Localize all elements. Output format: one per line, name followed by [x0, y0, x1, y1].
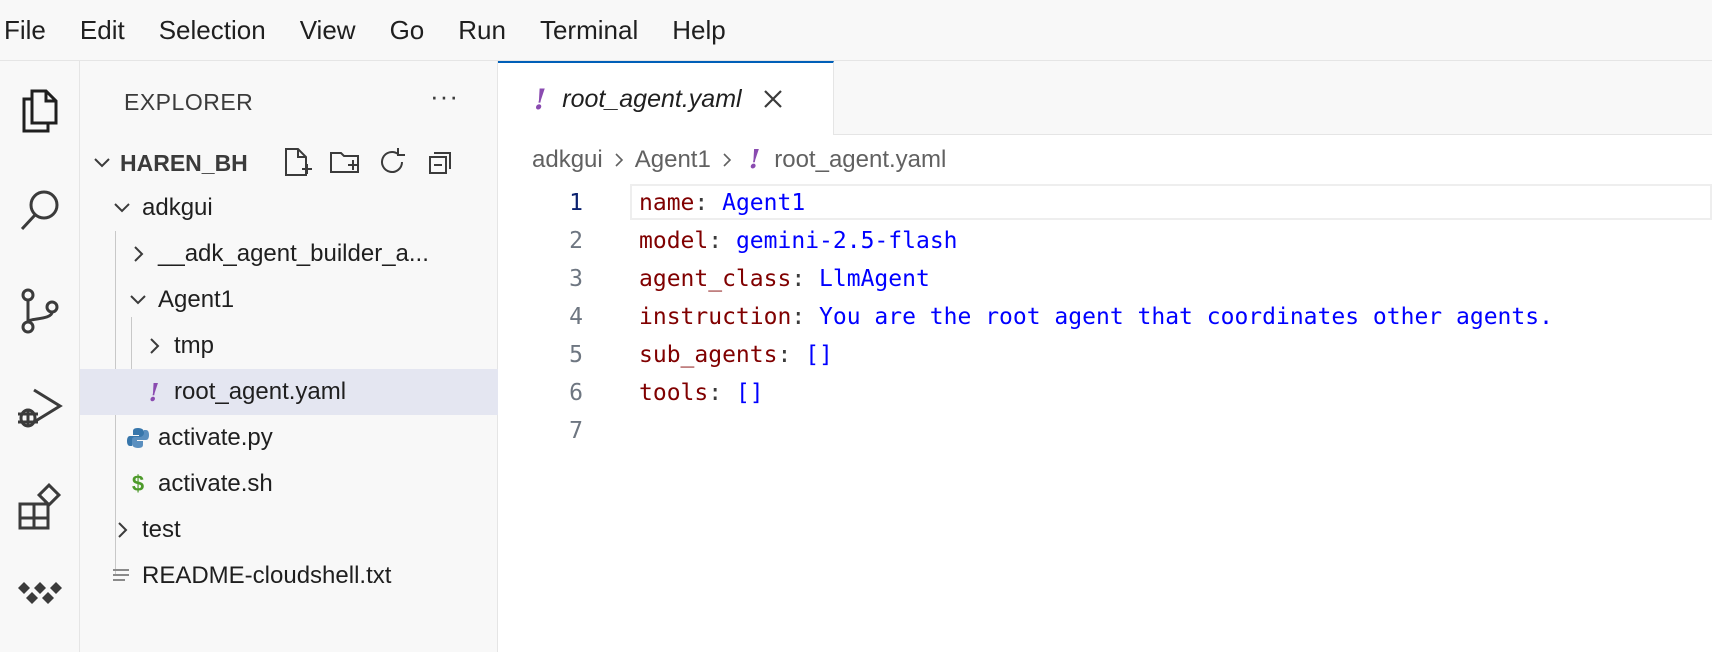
- folder-actions: [280, 145, 458, 179]
- python-file-icon: [127, 428, 149, 448]
- more-actions-icon[interactable]: ···: [430, 81, 459, 111]
- yaml-key: name: [639, 190, 695, 216]
- yaml-key: instruction: [639, 304, 792, 330]
- line-number: 4: [569, 304, 583, 330]
- chevron-right-icon: [615, 153, 623, 167]
- run-debug-icon[interactable]: [0, 366, 80, 446]
- menu-file[interactable]: File: [4, 15, 46, 45]
- close-icon[interactable]: [760, 86, 786, 112]
- tab-root-agent-yaml[interactable]: ! root_agent.yaml: [498, 61, 834, 135]
- tree-item-adk-agent-builder[interactable]: __adk_agent_builder_a...: [80, 231, 498, 277]
- chevron-right-icon: [150, 338, 160, 354]
- collapse-all-icon[interactable]: [424, 145, 458, 179]
- cloud-code-icon[interactable]: [0, 556, 80, 636]
- yaml-value: Agent1: [722, 190, 806, 216]
- menu-edit[interactable]: Edit: [79, 15, 125, 45]
- yaml-value: []: [735, 380, 764, 406]
- new-folder-icon[interactable]: [328, 145, 362, 179]
- menu-view[interactable]: View: [299, 15, 356, 45]
- text-file-icon: [113, 569, 129, 581]
- yaml-key: sub_agents: [639, 342, 778, 368]
- tree-item-label: activate.py: [158, 424, 273, 451]
- breadcrumb-item-agent1[interactable]: Agent1: [634, 146, 711, 173]
- tree-item-readme[interactable]: README-cloudshell.txt: [80, 553, 498, 599]
- yaml-value: LlmAgent: [819, 266, 930, 292]
- menu-selection[interactable]: Selection: [158, 15, 266, 45]
- tree-item-agent1[interactable]: Agent1: [80, 277, 498, 323]
- chevron-right-icon: [134, 246, 144, 262]
- tree-item-label: tmp: [174, 332, 215, 359]
- menu-help[interactable]: Help: [672, 15, 726, 45]
- line-number: 3: [569, 266, 583, 292]
- tree-item-label: __adk_agent_builder_a...: [158, 240, 429, 267]
- tree-item-test[interactable]: test: [80, 507, 498, 553]
- chevron-down-icon: [114, 203, 130, 213]
- chevron-down-icon: [130, 295, 146, 305]
- menu-run[interactable]: Run: [458, 15, 506, 45]
- search-icon[interactable]: [0, 171, 80, 251]
- tree-item-activate-py[interactable]: activate.py: [80, 415, 498, 461]
- menu-terminal[interactable]: Terminal: [539, 15, 639, 45]
- explorer-icon[interactable]: [0, 71, 80, 151]
- breadcrumb-item-adkgui[interactable]: adkgui: [532, 146, 603, 173]
- tree-item-label: test: [142, 516, 181, 543]
- explorer-title: EXPLORER: [124, 89, 254, 115]
- tab-label: root_agent.yaml: [562, 84, 742, 113]
- current-line-highlight: [630, 184, 1712, 220]
- chevron-down-icon: [94, 158, 110, 168]
- tree-item-label: adkgui: [142, 194, 213, 221]
- workspace-folder-header[interactable]: HAREN_BH: [80, 141, 498, 185]
- yaml-file-icon: !: [534, 82, 547, 116]
- line-number: 5: [569, 342, 583, 368]
- yaml-key: tools: [639, 380, 709, 406]
- yaml-value: []: [805, 342, 833, 368]
- tree-item-root-agent-yaml[interactable]: ! root_agent.yaml: [80, 369, 498, 415]
- line-number: 2: [569, 228, 583, 254]
- menu-bar: File Edit Selection View Go Run Terminal…: [0, 0, 1712, 61]
- workspace-folder-name: HAREN_BH: [120, 149, 248, 176]
- source-control-icon[interactable]: [0, 271, 80, 351]
- yaml-file-icon: !: [148, 377, 160, 407]
- tree-indent-guide: [131, 317, 132, 403]
- yaml-key: model: [639, 228, 709, 254]
- line-number: 1: [569, 190, 583, 216]
- line-number: 7: [569, 418, 583, 444]
- new-file-icon[interactable]: [280, 145, 314, 179]
- yaml-value: gemini-2.5-flash: [735, 228, 958, 254]
- yaml-key: agent_class: [639, 266, 792, 292]
- explorer-sidebar: EXPLORER ··· HAREN_BH adkgui __adk_agent…: [80, 61, 498, 652]
- tree-item-label: root_agent.yaml: [174, 378, 347, 405]
- tree-item-label: README-cloudshell.txt: [142, 562, 392, 589]
- tree-item-tmp[interactable]: tmp: [80, 323, 498, 369]
- chevron-right-icon: [723, 153, 731, 167]
- activity-bar: [0, 61, 80, 652]
- breadcrumb-item-file[interactable]: root_agent.yaml: [774, 146, 947, 173]
- tree-item-activate-sh[interactable]: $ activate.sh: [80, 461, 498, 507]
- yaml-file-icon: !: [748, 145, 761, 175]
- line-number: 6: [569, 380, 583, 406]
- refresh-icon[interactable]: [376, 145, 410, 179]
- extensions-icon[interactable]: [0, 466, 80, 546]
- tree-item-label: activate.sh: [158, 470, 273, 497]
- chevron-right-icon: [118, 522, 128, 538]
- menu-go[interactable]: Go: [389, 15, 425, 45]
- editor-tabs: ! root_agent.yaml: [498, 61, 1712, 135]
- tree-item-label: Agent1: [158, 286, 235, 313]
- shell-file-icon: $: [131, 471, 145, 496]
- breadcrumb: adkgui Agent1 ! root_agent.yaml: [532, 142, 946, 178]
- yaml-value: You are the root agent that coordinates …: [819, 304, 1553, 330]
- tree-item-adkgui[interactable]: adkgui: [80, 185, 498, 231]
